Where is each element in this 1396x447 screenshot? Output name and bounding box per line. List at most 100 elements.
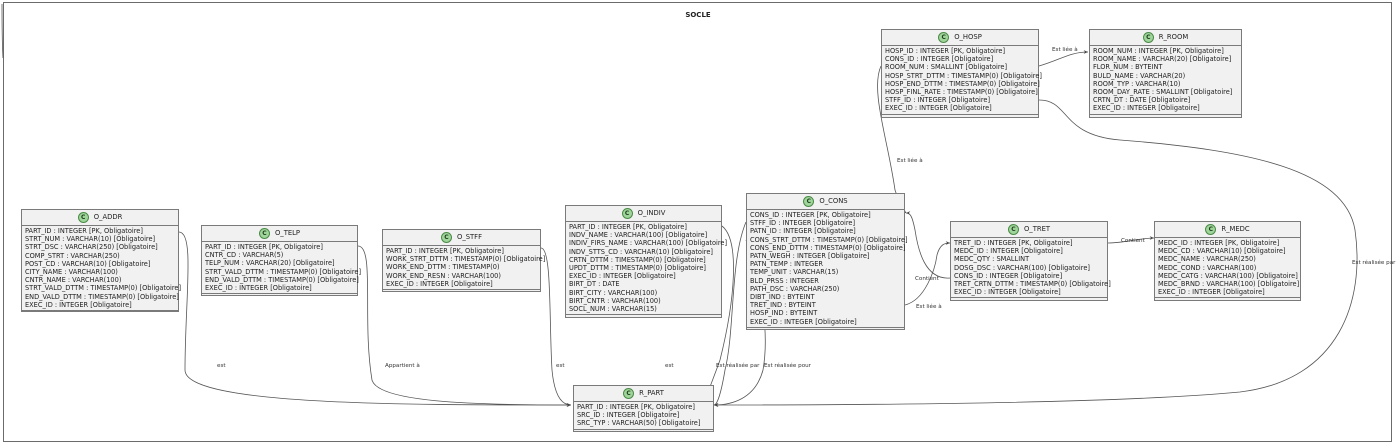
attribute-row: WORK_END_RESN : VARCHAR(100) (386, 271, 501, 280)
attribute-row: MEDC_QTY : SMALLINT (954, 255, 1030, 264)
entity-o-stff[interactable]: C O_STFF PART_ID : INTEGER [PK, Obligatoi… (382, 229, 546, 292)
methods-compartment (882, 113, 1038, 120)
attribute-row: CITY_NAME : VARCHAR(100) (25, 268, 118, 277)
attribute-row: COMP_STRT : VARCHAR(250) (25, 251, 120, 260)
attribute-row: SOCL_NUM : VARCHAR(15) (569, 305, 657, 314)
attribute-row: BIRT_CNTR : VARCHAR(100) (569, 296, 661, 305)
attribute-row: FLOR_NUM : BYTEINT (1093, 63, 1163, 72)
attribute-row: HOSP_STRT_DTTM : TIMESTAMP(0) [Obligatoi… (885, 71, 1042, 80)
attribute-row: INDV_STTS_CD : VARCHAR(10) [Obligatoire] (569, 247, 713, 256)
attribute-row: EXEC_ID : INTEGER [Obligatoire] (1093, 104, 1200, 113)
attribute-row: MEDC_ID : INTEGER [PK, Obligatoire] (1158, 239, 1280, 247)
entity-name: O_HOSP (954, 33, 982, 42)
attribute-row: EXEC_ID : INTEGER [Obligatoire] (386, 279, 493, 288)
edge-hosp-part (713, 99, 1358, 407)
attribute-list: PART_ID : INTEGER [PK, Obligatoire]INDV_… (566, 222, 728, 314)
attribute-row: INDIV_FIRS_NAME : VARCHAR(100) [Obligato… (569, 239, 728, 248)
methods-compartment (202, 293, 357, 299)
attribute-row: HOSP_ID : INTEGER [PK, Obligatoire] (885, 47, 1006, 55)
label-cons-part-2: Est réalisée pour (764, 363, 811, 369)
attribute-row: TRET_CRTN_DTTM : TIMESTAMP(0) [Obligatoi… (954, 280, 1111, 289)
edge-addr-part (178, 231, 572, 407)
attribute-row: MEDC_NAME : VARCHAR(250) (1158, 255, 1256, 264)
attribute-row: HOSP_FINL_RATE : TIMESTAMP(0) [Obligatoi… (885, 88, 1038, 97)
attribute-row: ROOM_DAY_RATE : SMALLINT [Obligatoire] (1093, 88, 1233, 97)
class-icon: C (1007, 224, 1019, 235)
attribute-row: EXEC_ID : INTEGER [Obligatoire] (954, 288, 1061, 297)
entity-name: R_PART (639, 389, 664, 398)
entity-name: O_TELP (274, 229, 301, 238)
class-icon: C (1142, 32, 1154, 43)
attribute-row: TELP_NUM : VARCHAR(20) [Obligatoire] (205, 259, 335, 268)
label-tret-cons: Est liée à (916, 304, 942, 310)
edge-stff-part (540, 247, 572, 407)
attribute-row: STFF_ID : INTEGER [Obligatoire] (885, 96, 991, 105)
attribute-row: STRT_VALD_DTTM : TIMESTAMP(0) [Obligatoi… (25, 284, 182, 293)
attribute-row: CONS_ID : INTEGER [Obligatoire] (885, 55, 994, 64)
attribute-row: STRT_VALD_DTTM : TIMESTAMP(0) [Obligatoi… (205, 267, 362, 276)
attribute-row: EXEC_ID : INTEGER [Obligatoire] (205, 284, 312, 293)
entity-name: O_STFF (456, 233, 483, 242)
attribute-row: PATN_WEGH : INTEGER [Obligatoire] (750, 252, 870, 261)
methods-compartment (1090, 113, 1241, 120)
entity-name: R_ROOM (1158, 33, 1189, 42)
class-icon: C (623, 388, 635, 399)
attribute-row: PATH_DSC : VARCHAR(250) (750, 284, 840, 293)
attribute-row: TRET_IND : BYTEINT (750, 301, 816, 310)
entity-o-hosp[interactable]: C O_HOSP HOSP_ID : INTEGER [PK, Obligatoi… (881, 29, 1042, 120)
attribute-row: INDV_NAME : VARCHAR(100) [Obligatoire] (569, 231, 708, 240)
methods-compartment (574, 428, 713, 435)
attribute-row: EXEC_ID : INTEGER [Obligatoire] (885, 104, 992, 113)
attribute-list: HOSP_ID : INTEGER [PK, Obligatoire]CONS_… (882, 46, 1042, 113)
attribute-list: PART_ID : INTEGER [PK, Obligatoire] STRT_… (22, 226, 182, 309)
attribute-row: PART_ID : INTEGER [PK, Obligatoire] (25, 227, 143, 235)
attribute-row: ROOM_NUM : INTEGER [PK, Obligatoire] (1093, 47, 1224, 55)
attribute-row: EXEC_ID : INTEGER [Obligatoire] (1158, 288, 1265, 297)
attribute-row: UPDT_DTTM : TIMESTAMP(0) [Obligatoire] (569, 264, 706, 273)
attribute-row: CRTN_DT : DATE [Obligatoire] (1093, 96, 1191, 105)
edge-telp-part (357, 245, 572, 407)
entity-name: O_CONS (819, 197, 848, 206)
class-icon: C (77, 212, 89, 223)
class-icon: C (621, 208, 633, 219)
attribute-row: BIRT_DT : DATE (569, 280, 620, 289)
attribute-row: BLD_PRSS : INTEGER (750, 276, 819, 285)
entity-name: O_INDIV (637, 209, 666, 218)
methods-compartment (1155, 297, 1300, 303)
label-hosp-room: Est liée à (1052, 47, 1078, 53)
attribute-list: TRET_ID : INTEGER [PK, Obligatoire]MEDC_… (951, 238, 1111, 297)
attribute-row: TEMP_UNIT : VARCHAR(15) (750, 268, 839, 277)
attribute-row: PATN_TEMP : INTEGER (750, 260, 824, 269)
attribute-row: PART_ID : INTEGER [PK, Obligatoire] (386, 247, 504, 255)
attribute-row: END_VALD_DTTM : TIMESTAMP(0) [Obligatoir… (25, 292, 179, 301)
entity-o-indiv[interactable]: C O_INDIV PART_ID : INTEGER [PK, Obligato… (565, 205, 728, 320)
attribute-row: STFF_ID : INTEGER [Obligatoire] (750, 219, 856, 228)
attribute-row: WORK_STRT_DTTM : TIMESTAMP(0) [Obligatoi… (386, 255, 546, 264)
attribute-row: WORK_END_DTTM : TIMESTAMP(0) (386, 263, 500, 272)
attribute-row: HOSP_IND : BYTEINT (750, 309, 818, 318)
class-icon: C (803, 196, 815, 207)
class-icon: C (440, 232, 452, 243)
attribute-row: PART_ID : INTEGER [PK, Obligatoire] (577, 403, 695, 411)
label-cons-part-1: Est réalisée par (716, 363, 760, 369)
label-hosp-part: Est réalisée par (1352, 260, 1396, 266)
attribute-row: MEDC_CATG : VARCHAR(100) [Obligatoire] (1158, 271, 1298, 280)
attribute-row: SRC_ID : INTEGER [Obligatoire] (577, 411, 680, 420)
attribute-row: SRC_TYP : VARCHAR(50) [Obligatoire] (577, 419, 701, 428)
edge-tret-medc (1107, 236, 1155, 244)
class-icon: C (938, 32, 950, 43)
edge-hosp-room (1038, 50, 1089, 67)
attribute-row: DIBT_IND : BYTEINT (750, 293, 815, 302)
attribute-row: DOSG_DSC : VARCHAR(100) [Obligatoire] (954, 263, 1090, 272)
entity-r-part[interactable]: C R_PART PART_ID : INTEGER [PK, Obligatoi… (573, 385, 714, 432)
attribute-row: EXEC_ID : INTEGER [Obligatoire] (569, 272, 676, 281)
attribute-row: MEDC_CD : VARCHAR(10) [Obligatoire] (1158, 247, 1286, 256)
methods-compartment (566, 314, 721, 320)
class-icon: C (1205, 224, 1217, 235)
entity-r-room[interactable]: C R_ROOM ROOM_NUM : INTEGER [PK, Obligato… (1089, 29, 1242, 118)
